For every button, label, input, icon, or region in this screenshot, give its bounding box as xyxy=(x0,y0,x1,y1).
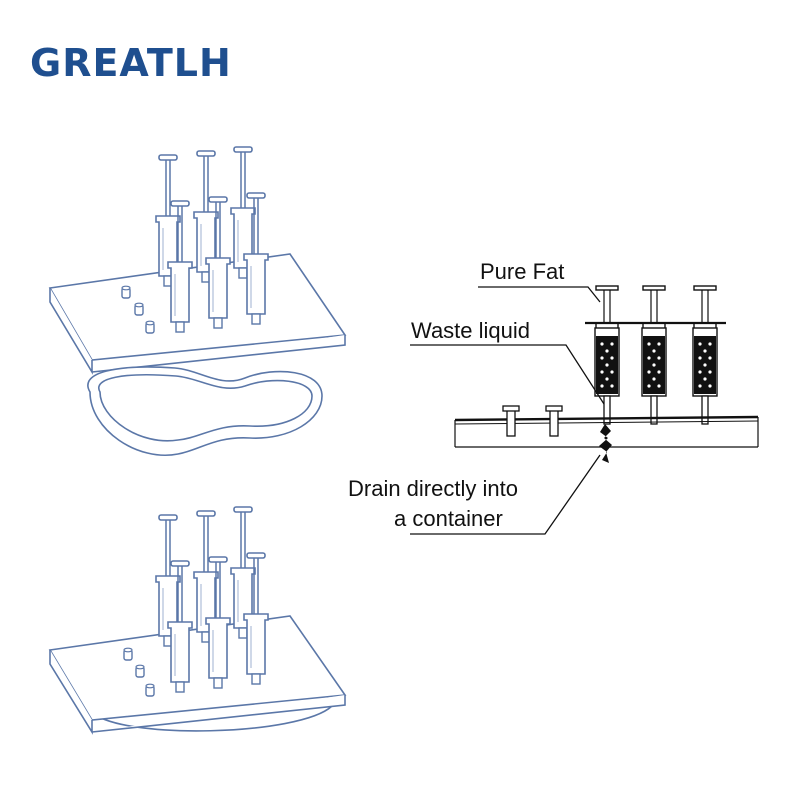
callout-pure-fat: Pure Fat xyxy=(480,259,565,284)
callout-drain-line1: Drain directly into xyxy=(348,476,518,501)
callout-leaders xyxy=(410,286,605,535)
diagram-syringes xyxy=(594,285,718,425)
kidney-basin xyxy=(87,366,323,456)
syringes-top xyxy=(155,146,269,333)
rack-top-illustration xyxy=(48,146,347,375)
rack-tray xyxy=(48,253,347,375)
cross-section-diagram xyxy=(410,285,759,535)
callout-drain-line2: a container xyxy=(394,506,503,531)
rack-bottom-illustration xyxy=(48,506,347,735)
drain-stream xyxy=(599,424,612,463)
brand-logo: GREATLH xyxy=(30,41,232,85)
callout-waste-liquid: Waste liquid xyxy=(411,318,531,343)
diagram-base-plate xyxy=(454,415,759,448)
syringes-bottom xyxy=(155,506,269,693)
